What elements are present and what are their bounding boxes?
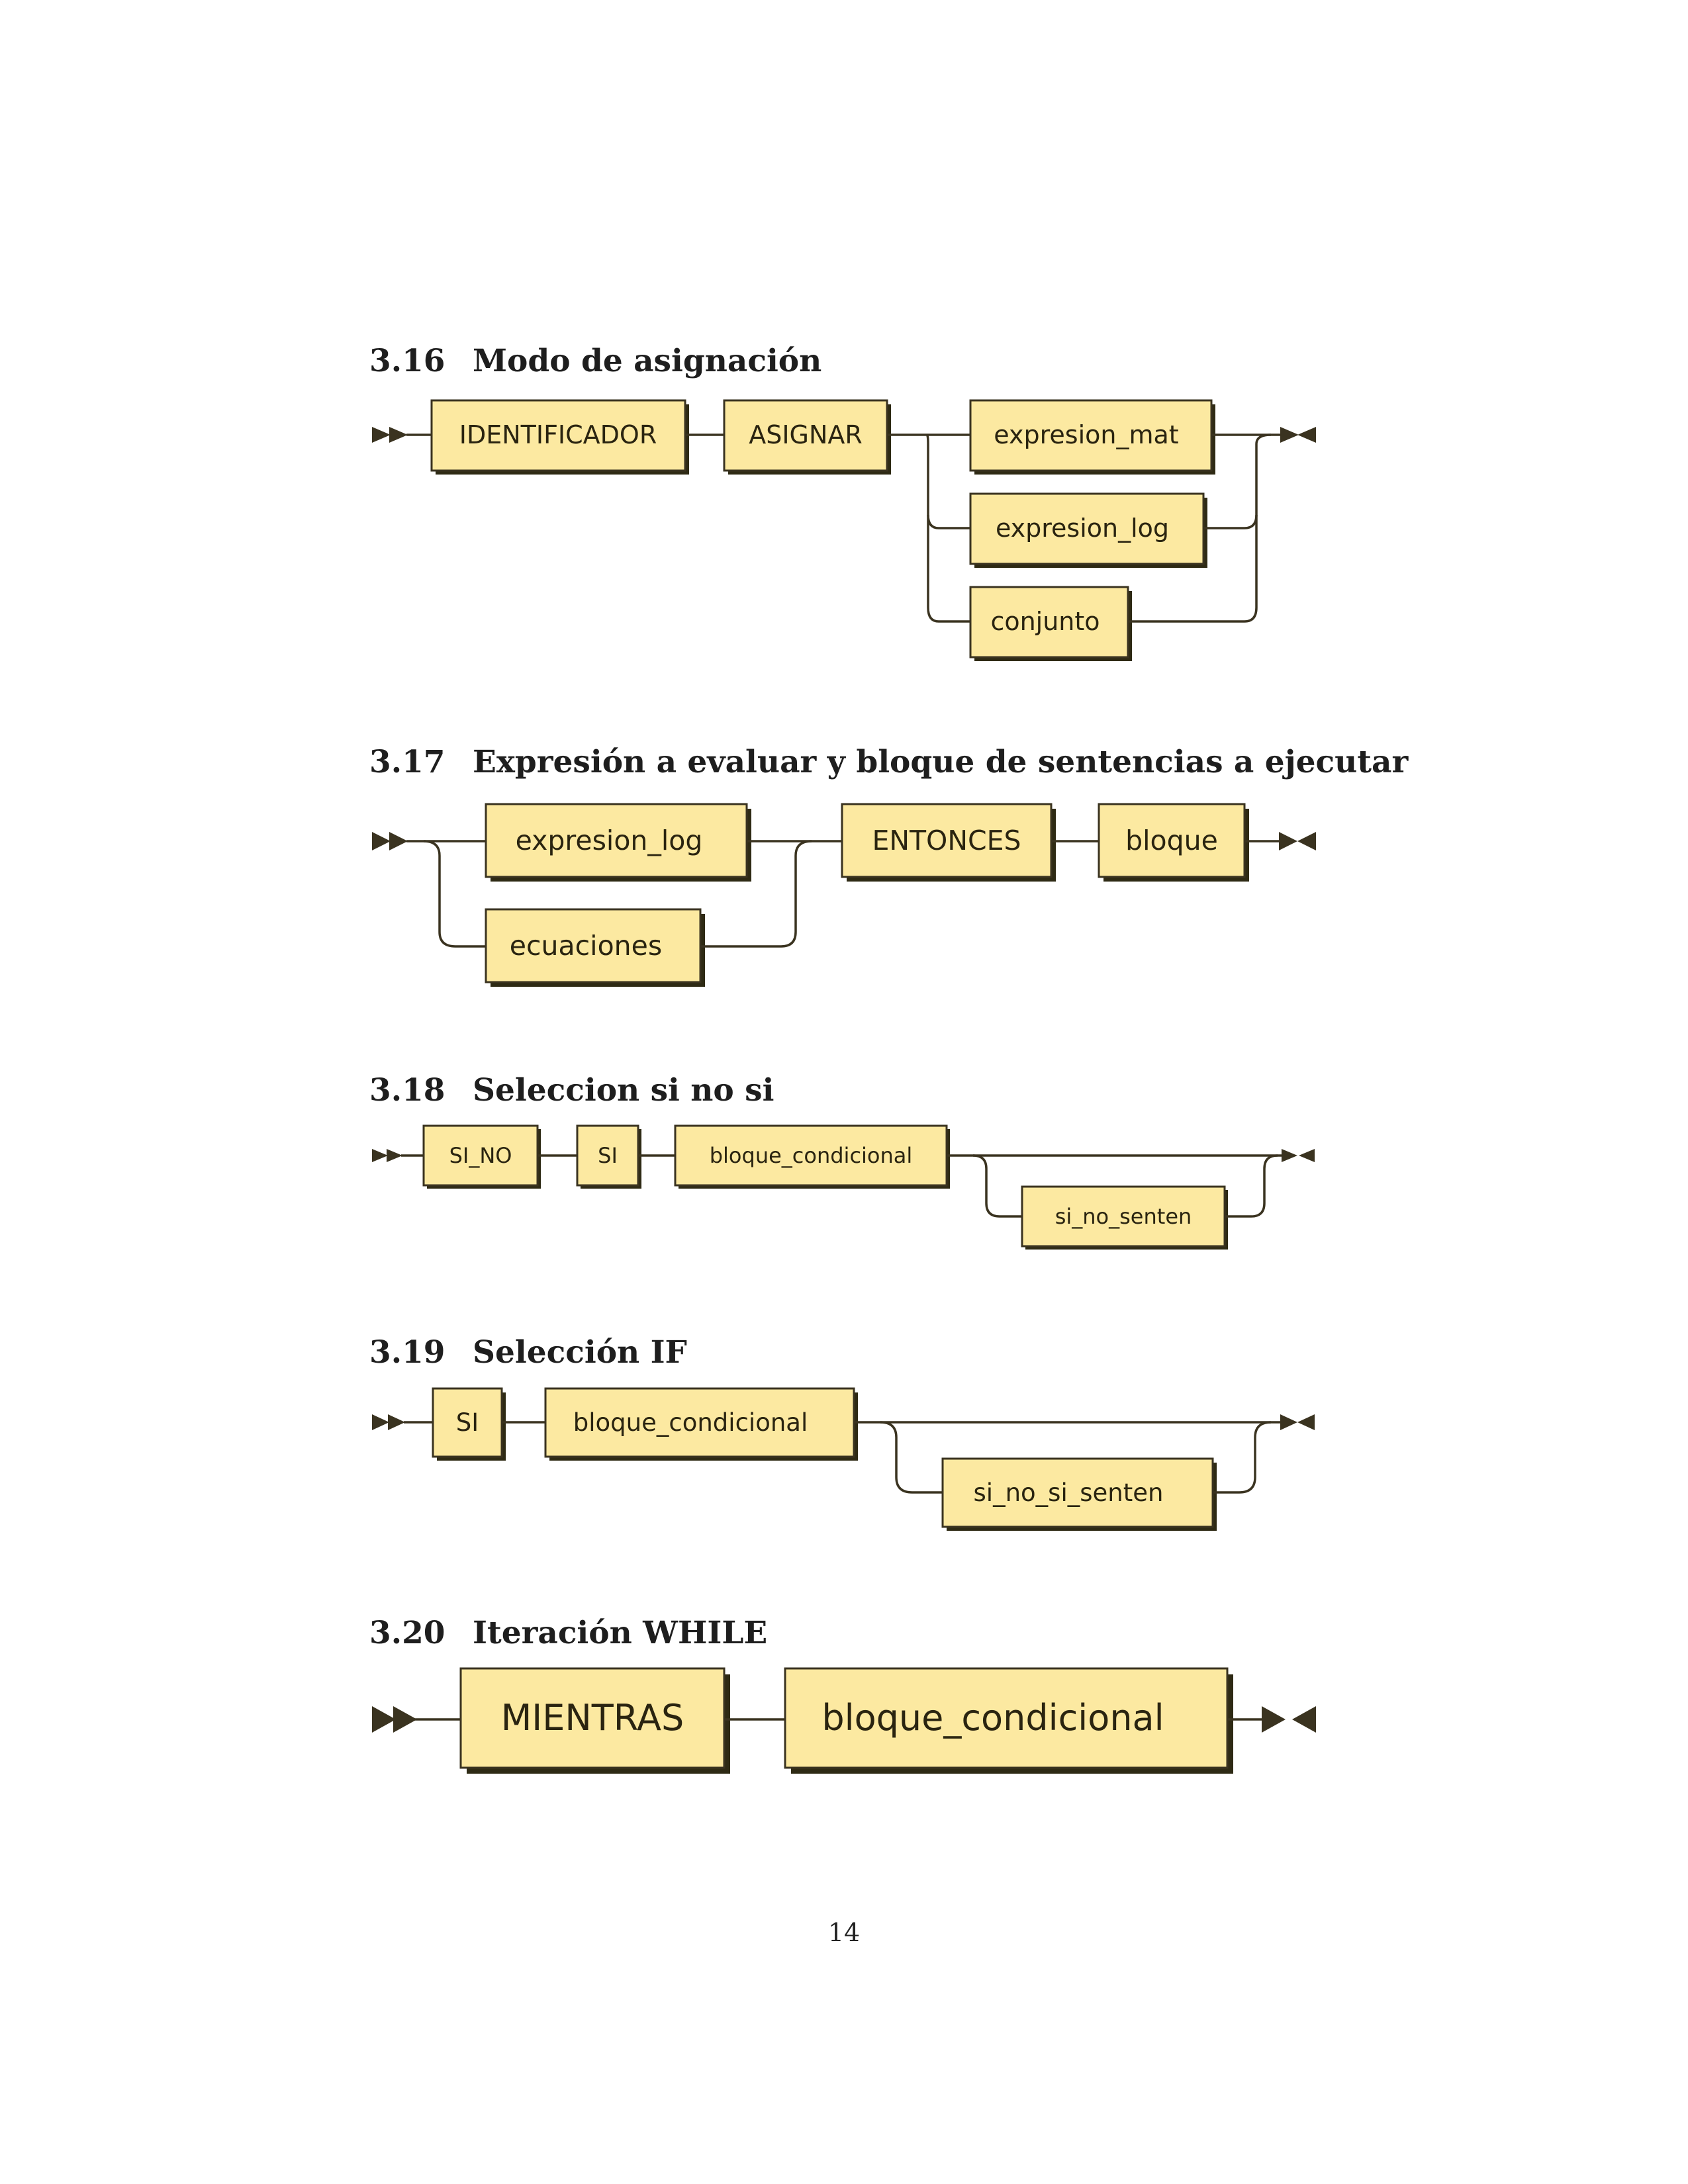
- section-title-3-16: 3.16 Modo de asignación: [369, 345, 821, 377]
- railroad-node: SI_NO: [422, 1124, 541, 1189]
- railroad-diagram-3-18: SI_NO SI bloque_condicional si_no_senten: [372, 1124, 1315, 1250]
- railroad-node: bloque: [1098, 803, 1249, 882]
- node-label: bloque: [1125, 825, 1218, 856]
- end-terminal: [1262, 1706, 1316, 1733]
- railroad-diagram-3-20: MIENTRAS bloque_condicional: [372, 1667, 1316, 1774]
- section-heading: Seleccion si no si: [473, 1072, 774, 1109]
- railroad-node: expresion_mat: [969, 399, 1215, 475]
- node-label: expresion_log: [996, 514, 1169, 543]
- start-terminal: [372, 427, 408, 443]
- railroad-node: ecuaciones: [485, 908, 705, 987]
- end-terminal: [1280, 1414, 1315, 1430]
- railroad-node: bloque_condicional: [544, 1387, 858, 1461]
- node-label: SI: [456, 1408, 479, 1437]
- railroad-node: si_no_senten: [1021, 1185, 1228, 1250]
- node-label: expresion_log: [516, 825, 703, 856]
- railroad-node: si_no_si_senten: [941, 1457, 1217, 1531]
- node-label: bloque_condicional: [573, 1408, 808, 1437]
- end-terminal: [1279, 832, 1316, 850]
- railroad-node: conjunto: [969, 586, 1132, 661]
- section-number: 3.20: [369, 1615, 445, 1651]
- railroad-node: ENTONCES: [841, 803, 1056, 882]
- node-label: conjunto: [990, 607, 1100, 636]
- section-title-3-19: 3.19 Selección IF: [369, 1337, 687, 1368]
- railroad-node: IDENTIFICADOR: [430, 399, 689, 475]
- railroad-node: bloque_condicional: [674, 1124, 950, 1189]
- railroad-diagram-3-19: SI bloque_condicional si_no_si_senten: [372, 1387, 1315, 1531]
- node-label: expresion_mat: [994, 420, 1178, 449]
- page-number: 14: [827, 1918, 861, 1947]
- section-heading: Selección IF: [473, 1334, 687, 1371]
- section-heading: Iteración WHILE: [473, 1615, 768, 1651]
- node-label: bloque_condicional: [710, 1143, 913, 1168]
- node-label: ENTONCES: [872, 825, 1021, 856]
- node-label: ecuaciones: [510, 930, 662, 962]
- start-terminal: [372, 1706, 417, 1733]
- node-label: si_no_senten: [1055, 1204, 1192, 1229]
- railroad-diagram-3-16: IDENTIFICADOR ASIGNAR expresion_mat expr…: [372, 399, 1316, 661]
- section-heading: Expresión a evaluar y bloque de sentenci…: [473, 744, 1409, 780]
- node-label: si_no_si_senten: [974, 1479, 1164, 1507]
- node-label: bloque_condicional: [821, 1697, 1164, 1739]
- section-title-3-17: 3.17 Expresión a evaluar y bloque de sent…: [369, 747, 1408, 778]
- section-number: 3.19: [369, 1334, 445, 1371]
- railroad-node: bloque_condicional: [784, 1667, 1233, 1774]
- node-label: MIENTRAS: [501, 1697, 684, 1739]
- node-label: ASIGNAR: [749, 420, 863, 449]
- railroad-node: SI: [432, 1387, 506, 1461]
- section-number: 3.18: [369, 1072, 445, 1109]
- railroad-node: expresion_log: [969, 492, 1207, 568]
- section-heading: Modo de asignación: [473, 343, 822, 379]
- section-title-3-20: 3.20 Iteración WHILE: [369, 1617, 767, 1649]
- section-number: 3.16: [369, 343, 445, 379]
- start-terminal: [372, 1149, 402, 1162]
- start-terminal: [372, 832, 408, 850]
- start-terminal: [372, 1414, 405, 1430]
- railroad-node: ASIGNAR: [723, 399, 891, 475]
- node-label: SI: [598, 1143, 618, 1168]
- section-title-3-18: 3.18 Seleccion si no si: [369, 1075, 774, 1106]
- node-label: SI_NO: [449, 1143, 512, 1168]
- railroad-diagram-3-17: expresion_log ecuaciones ENTONCES bloque: [372, 803, 1316, 987]
- railroad-node: SI: [576, 1124, 641, 1189]
- node-label: IDENTIFICADOR: [459, 420, 657, 449]
- railroad-node: MIENTRAS: [459, 1667, 730, 1774]
- section-number: 3.17: [369, 744, 445, 780]
- end-terminal: [1280, 427, 1316, 443]
- railroad-node: expresion_log: [485, 803, 751, 882]
- end-terminal: [1282, 1149, 1315, 1162]
